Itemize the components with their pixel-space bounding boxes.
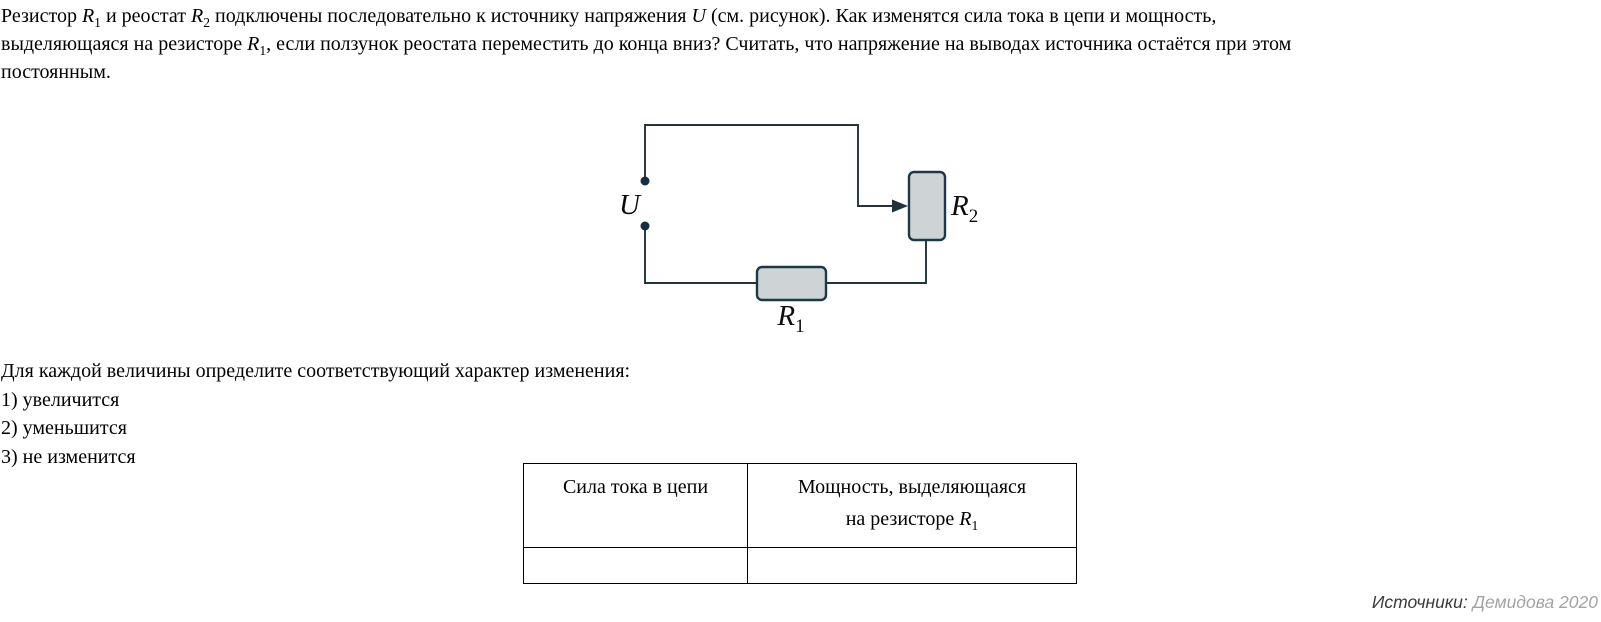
source-attribution: Источники:Демидова 2020	[1372, 592, 1598, 613]
answer-cell-current[interactable]	[523, 547, 748, 584]
answer-table-input-row	[523, 547, 1077, 584]
circuit-diagram: U R1 R2	[619, 124, 978, 337]
source-voltage-label: U	[619, 189, 642, 221]
rheostat-r2-label: R2	[950, 190, 978, 227]
answer-table: Сила тока в цепи Мощность, выделяющаяся …	[523, 463, 1077, 584]
resistor-r1-label: R1	[776, 300, 804, 337]
instructions-prompt: Для каждой величины определите соответст…	[1, 360, 631, 382]
header-power-on-r1: Мощность, выделяющаяся на резисторе R1	[747, 463, 1077, 548]
option-no-change: 3) не изменится	[1, 445, 136, 468]
problem-line-3: постоянным.	[1, 61, 111, 83]
source-terminal-top	[640, 176, 650, 186]
header-current-line: Сила тока в цепи	[562, 476, 709, 498]
rheostat-wiper-arrow-icon	[892, 199, 908, 213]
circuit-top-wire	[644, 124, 897, 207]
answer-table-header-row: Сила тока в цепи Мощность, выделяющаяся …	[523, 463, 1077, 548]
instructions-block: Для каждой величины определите соответст…	[1, 357, 630, 471]
answer-cell-power[interactable]	[747, 547, 1077, 584]
header-current-in-circuit: Сила тока в цепи	[523, 463, 748, 548]
resistor-r1-body	[755, 265, 828, 302]
header-power-line-2: на резисторе R1	[845, 508, 979, 533]
source-attribution-label: Источники:	[1371, 592, 1468, 612]
rheostat-r2-body	[907, 170, 947, 242]
problem-statement: Резистор R1 и реостат R2 подключены посл…	[1, 2, 1291, 86]
header-power-line-1: Мощность, выделяющаяся	[797, 476, 1027, 498]
option-increase: 1) увеличится	[1, 388, 120, 411]
source-terminal-bottom	[640, 221, 650, 231]
option-decrease: 2) уменьшится	[1, 417, 127, 439]
problem-line-1: Резистор R1 и реостат R2 подключены посл…	[1, 5, 1217, 30]
source-attribution-value: Демидова 2020	[1472, 592, 1598, 612]
problem-line-2: выделяющаяся на резисторе R1, если ползу…	[1, 33, 1292, 58]
